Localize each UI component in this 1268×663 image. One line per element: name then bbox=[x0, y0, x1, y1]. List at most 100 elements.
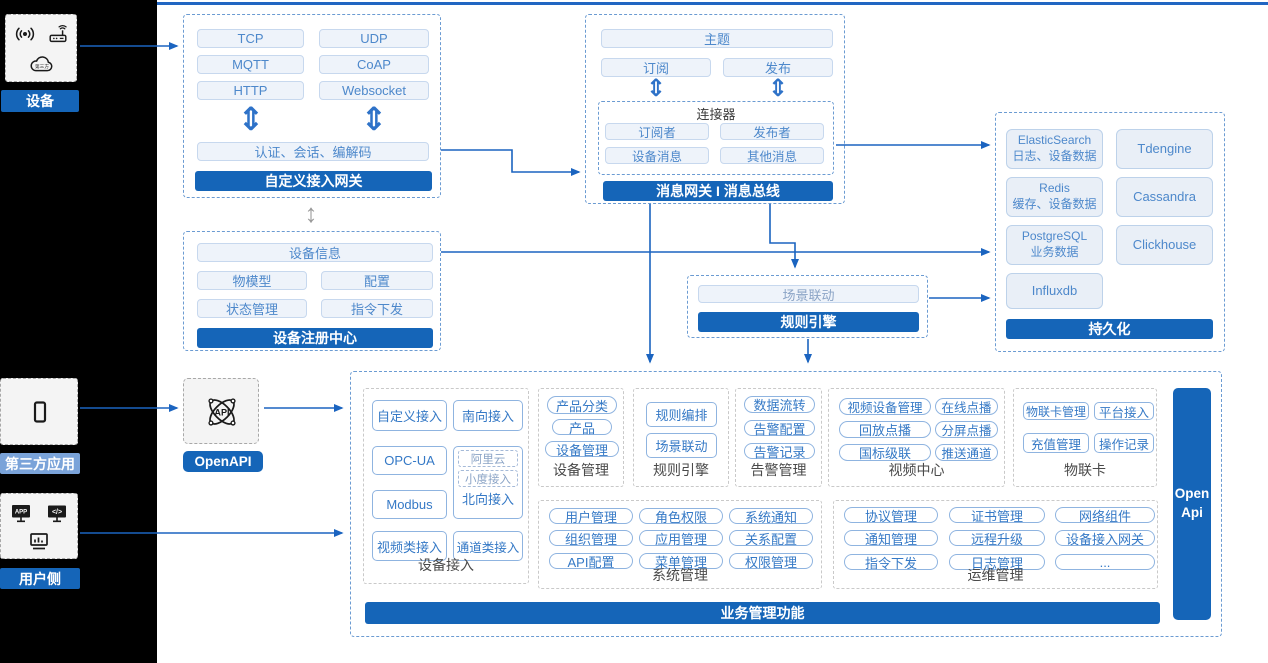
iot-card-mgmt-box: 物联卡管理 bbox=[1023, 402, 1089, 420]
scene-linkage-box: 场景联动 bbox=[698, 285, 919, 303]
custom-access-box: 自定义接入 bbox=[372, 400, 447, 431]
section-rule-engine: 规则编排 场景联动 规则引擎 bbox=[633, 388, 729, 487]
user-side-box: APP </> bbox=[0, 493, 78, 559]
user-side-label: 用户侧 bbox=[0, 568, 80, 589]
remote-upgrade-box: 远程升级 bbox=[949, 530, 1045, 547]
device-access-gateway-box: 设备接入网关 bbox=[1055, 530, 1155, 547]
split-screen-box: 分屏点播 bbox=[935, 421, 998, 438]
connector-box: 连接器 订阅者 发布者 设备消息 其他消息 bbox=[598, 101, 834, 175]
system-mgmt-title: 系统管理 bbox=[652, 567, 708, 583]
alert-config-box: 告警配置 bbox=[744, 420, 815, 437]
iot-card-title: 物联卡 bbox=[1064, 462, 1106, 478]
org-mgmt-box: 组织管理 bbox=[549, 530, 633, 547]
double-arrow-icon: ⇕ bbox=[360, 101, 388, 137]
northbound-access-box: 阿里云 小度接入 北向接入 bbox=[453, 446, 523, 519]
code-icon: </> bbox=[48, 505, 66, 523]
protocol-udp: UDP bbox=[319, 29, 429, 48]
app-mgmt-box: 应用管理 bbox=[639, 530, 723, 547]
top-accent-line bbox=[157, 2, 1268, 5]
xiaodu-access-box: 小度接入 bbox=[458, 470, 518, 487]
business-mgmt-title: 业务管理功能 bbox=[365, 602, 1160, 624]
device-label: 设备 bbox=[1, 90, 79, 112]
config-box: 配置 bbox=[321, 271, 433, 290]
aliyun-box: 阿里云 bbox=[458, 450, 518, 467]
protocol-http: HTTP bbox=[197, 81, 304, 100]
router-icon bbox=[49, 25, 67, 43]
device-mgmt-box: 设备管理 bbox=[545, 441, 619, 458]
open-api-vertical-bar: Open Api bbox=[1173, 388, 1211, 620]
persistence-title: 持久化 bbox=[1006, 319, 1213, 339]
modbus-box: Modbus bbox=[372, 490, 447, 519]
subscriber-box: 订阅者 bbox=[605, 123, 709, 140]
section-iot-card: 物联卡管理 充值管理 平台接入 操作记录 物联卡 bbox=[1013, 388, 1157, 487]
custom-gateway-box: TCP UDP MQTT CoAP HTTP Websocket ⇕ ⇕ 认证、… bbox=[183, 14, 441, 198]
system-notice-box: 系统通知 bbox=[729, 508, 813, 525]
gb-cascade-box: 国标级联 bbox=[839, 444, 931, 461]
svg-text:第三方: 第三方 bbox=[35, 63, 49, 70]
cert-mgmt-box: 证书管理 bbox=[949, 507, 1045, 524]
protocol-mqtt: MQTT bbox=[197, 55, 304, 74]
message-bus-title: 消息网关 I 消息总线 bbox=[603, 181, 833, 201]
db-influxdb: Influxdb bbox=[1006, 273, 1103, 309]
platform-access-box: 平台接入 bbox=[1094, 402, 1154, 420]
menu-mgmt-box: 菜单管理 bbox=[639, 553, 723, 570]
db-clickhouse: Clickhouse bbox=[1116, 225, 1213, 265]
broadcast-icon bbox=[15, 27, 35, 41]
section-device-access: 自定义接入 OPC-UA Modbus 视频类接入 南向接入 阿里云 小度接入 … bbox=[363, 388, 529, 584]
command-dispatch-ops-box: 指令下发 bbox=[844, 554, 938, 571]
operation-record-box: 操作记录 bbox=[1094, 433, 1154, 453]
role-permission-box: 角色权限 bbox=[639, 508, 723, 525]
push-channel-box: 推送通道 bbox=[935, 444, 998, 461]
permission-mgmt-box: 权限管理 bbox=[729, 553, 813, 570]
section-alert-mgmt: 数据流转 告警配置 告警记录 告警管理 bbox=[735, 388, 822, 487]
online-vod-box: 在线点播 bbox=[935, 398, 998, 415]
message-bus-box: 主题 订阅 发布 ⇕ ⇕ 连接器 订阅者 发布者 设备消息 其他消息 消息网关 … bbox=[585, 14, 845, 204]
openapi-icon-box: API bbox=[183, 378, 259, 444]
protocol-tcp: TCP bbox=[197, 29, 304, 48]
thing-model-box: 物模型 bbox=[197, 271, 307, 290]
data-flow-box: 数据流转 bbox=[744, 396, 815, 413]
phone-icon bbox=[33, 401, 47, 423]
publisher-box: 发布者 bbox=[720, 123, 824, 140]
section-device-mgmt: 产品分类 产品 设备管理 设备管理 bbox=[538, 388, 624, 487]
protocol-coap: CoAP bbox=[319, 55, 429, 74]
rule-engine-section-title: 规则引擎 bbox=[653, 462, 709, 478]
product-box: 产品 bbox=[552, 419, 612, 436]
more-box: ... bbox=[1055, 554, 1155, 570]
rule-orchestration-box: 规则编排 bbox=[646, 402, 717, 427]
ops-mgmt-title: 运维管理 bbox=[967, 567, 1024, 583]
notice-mgmt-box: 通知管理 bbox=[844, 530, 938, 547]
third-party-box bbox=[0, 378, 78, 445]
video-access-box: 视频类接入 bbox=[372, 531, 447, 561]
section-system-mgmt: 用户管理 角色权限 系统通知 组织管理 应用管理 关系配置 API配置 菜单管理… bbox=[538, 500, 822, 589]
chart-monitor-icon bbox=[30, 533, 48, 550]
connector-title: 连接器 bbox=[696, 107, 736, 122]
relation-config-box: 关系配置 bbox=[729, 530, 813, 547]
rule-engine-title: 规则引擎 bbox=[698, 312, 919, 332]
app-monitor-icon: APP bbox=[12, 505, 30, 523]
svg-text:APP: APP bbox=[15, 510, 27, 516]
network-component-box: 网络组件 bbox=[1055, 507, 1155, 524]
api-atom-icon: API bbox=[208, 398, 236, 426]
protocol-websocket: Websocket bbox=[319, 81, 429, 100]
rule-engine-box: 场景联动 规则引擎 bbox=[687, 275, 928, 338]
subscribe-box: 订阅 bbox=[601, 58, 711, 77]
third-party-label: 第三方应用 bbox=[0, 453, 80, 474]
recharge-mgmt-box: 充值管理 bbox=[1023, 433, 1089, 453]
db-tdengine: Tdengine bbox=[1116, 129, 1213, 169]
double-arrow-icon: ⇕ bbox=[645, 75, 667, 102]
command-dispatch-box: 指令下发 bbox=[321, 299, 433, 318]
user-mgmt-box: 用户管理 bbox=[549, 508, 633, 525]
api-config-box: API配置 bbox=[549, 553, 633, 570]
log-mgmt-box: 日志管理 bbox=[949, 554, 1045, 571]
device-access-title: 设备接入 bbox=[418, 557, 474, 573]
protocol-mgmt-box: 协议管理 bbox=[844, 507, 938, 524]
product-category-box: 产品分类 bbox=[547, 396, 617, 414]
double-arrow-icon: ⇕ bbox=[237, 101, 265, 137]
section-ops-mgmt: 协议管理 证书管理 网络组件 通知管理 远程升级 设备接入网关 指令下发 日志管… bbox=[833, 500, 1158, 589]
video-device-mgmt-box: 视频设备管理 bbox=[839, 398, 931, 415]
device-source-box: 第三方 bbox=[5, 14, 77, 82]
